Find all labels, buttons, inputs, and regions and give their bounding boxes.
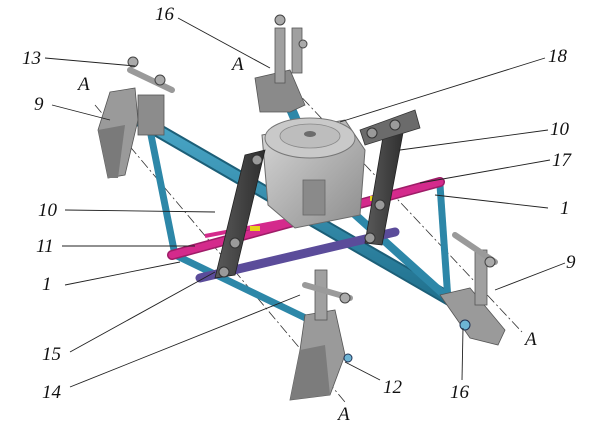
label-10-right: 10: [550, 119, 570, 140]
label-15: 15: [42, 344, 61, 365]
leg-top-post-2: [291, 27, 303, 74]
leg-top-left-shade: [98, 125, 125, 178]
housing-front-slot: [302, 179, 326, 216]
leg-bottom-bolt: [339, 292, 351, 304]
label-9-right: 9: [566, 252, 576, 273]
leader-12: [344, 361, 381, 381]
leader-13: [44, 57, 136, 67]
leader-10-left: [64, 209, 216, 213]
leader-16-top: [177, 17, 271, 69]
link-right-pin-b: [389, 119, 401, 131]
link-right-pin-a: [366, 127, 378, 139]
leg-right: [439, 232, 506, 346]
leader-1-left: [64, 261, 181, 286]
yellow-pin-left: [250, 226, 260, 231]
label-10-left: 10: [38, 200, 58, 221]
leg-top-left-bolt-2: [154, 74, 166, 86]
leg-right-bottom-bolt: [459, 319, 471, 331]
leader-9-right: [494, 262, 566, 291]
frame-tube-left: [146, 126, 179, 259]
leg-top-left-bracket: [137, 94, 165, 136]
link-right-bottom-pin: [364, 232, 376, 244]
leg-top-left-axle: [127, 67, 175, 93]
label-1-right: 1: [560, 198, 570, 219]
label-16-bottom: 16: [450, 382, 470, 403]
leg-top-bolt-2: [298, 39, 308, 49]
frame-tube-lower-left: [171, 251, 324, 329]
leader-17: [419, 159, 551, 184]
label-11: 11: [36, 236, 54, 257]
link-left-bottom-pin: [218, 266, 230, 278]
link-left-top-pin: [251, 154, 263, 166]
leg-bottom-small-bolt: [343, 353, 353, 363]
axis-line-left: [94, 104, 346, 403]
link-left-mid-pin: [229, 237, 241, 249]
leg-top-bolt: [274, 14, 286, 26]
label-9-left: 9: [34, 94, 44, 115]
label-18: 18: [548, 46, 568, 67]
leg-right-bolt: [484, 256, 496, 268]
leg-top-post: [274, 27, 286, 84]
link-arms: [214, 109, 421, 279]
leader-1-right: [434, 194, 549, 209]
label-14: 14: [42, 382, 62, 403]
link-right-mid-pin: [374, 199, 386, 211]
label-a-top: A: [230, 54, 244, 75]
link-arm-left: [214, 149, 266, 279]
label-a-left: A: [76, 74, 90, 95]
leader-10-right: [399, 129, 549, 151]
leader-18: [339, 57, 546, 123]
leg-bottom-post: [314, 269, 328, 321]
leader-14: [69, 294, 301, 388]
leg-top-left: [97, 56, 175, 179]
label-17: 17: [552, 150, 573, 171]
leg-top-left-bolt: [127, 56, 139, 68]
leg-bottom-shade: [290, 345, 330, 400]
central-housing: [261, 117, 366, 229]
housing-hub: [304, 131, 316, 137]
leader-lines: [44, 17, 566, 388]
frame-tube-right: [436, 181, 452, 304]
label-a-bottom: A: [336, 404, 350, 425]
leg-bottom: [289, 269, 353, 401]
leader-16-bottom: [461, 327, 464, 381]
callout-labels: 13 16 18 A A 9 10 17 10 1 11 9 1 A 15 16…: [22, 4, 576, 425]
leader-15: [69, 271, 216, 353]
label-12: 12: [383, 377, 403, 398]
frame-tube-right-diagonal: [346, 206, 454, 304]
label-13: 13: [22, 48, 41, 69]
leader-9-left: [51, 104, 111, 121]
leg-right-body: [439, 287, 506, 346]
leg-top: [254, 14, 308, 113]
label-16-top: 16: [155, 4, 175, 25]
label-a-right: A: [523, 329, 537, 350]
label-1-left: 1: [42, 274, 52, 295]
